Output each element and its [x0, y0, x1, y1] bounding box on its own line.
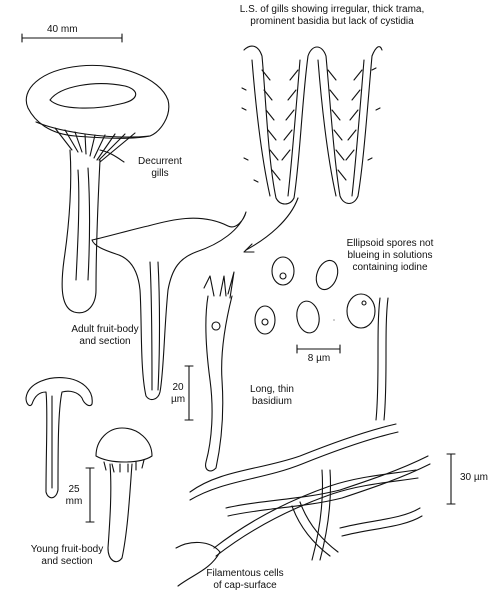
young-label-line-1: Young fruit-body [30, 544, 104, 555]
spores-drawing [254, 256, 376, 335]
scale-bar-25mm [85, 467, 95, 523]
scale-bar-40mm [21, 33, 123, 43]
scale-label-20um-unit: µm [170, 394, 186, 405]
scale-label-25mm-value: 25 [68, 484, 80, 495]
adult-section-drawing [91, 211, 247, 401]
decurrent-pointer [99, 149, 125, 163]
scale-label-40mm: 40 mm [47, 24, 78, 35]
filament-label-line-2: of cap-surface [213, 580, 277, 591]
scale-bar-20um [184, 365, 194, 421]
filament-label-line-1: Filamentous cells [206, 568, 284, 579]
gills-title-line-1: L.S. of gills showing irregular, thick t… [239, 4, 425, 15]
young-section-drawing [25, 377, 93, 499]
young-mushroom-drawing [95, 427, 153, 563]
spores-label-line-1: Ellipsoid spores not [346, 238, 434, 249]
scale-label-25mm-unit: mm [65, 496, 83, 507]
filamentous-cells-drawing [175, 297, 431, 587]
basidium-label-line-2: basidium [251, 396, 293, 407]
decurrent-label-line-1: Decurrent [138, 156, 182, 167]
gills-title-line-2: prominent basidia but lack of cystidia [250, 16, 414, 27]
spores-label-line-2: blueing in solutions [347, 250, 433, 261]
scale-bar-8um [296, 344, 341, 354]
basidium-drawing [203, 271, 235, 472]
adult-mushroom-drawing [25, 64, 170, 314]
scale-label-30um: 30 µm [460, 472, 488, 483]
decurrent-label-line-2: gills [151, 168, 169, 179]
scale-label-20um-value: 20 [172, 382, 184, 393]
scale-label-8um: 8 µm [307, 353, 331, 364]
young-label-line-2: and section [41, 556, 93, 567]
gill-to-spores-arrow [243, 197, 299, 253]
spores-label-line-3: containing iodine [352, 262, 428, 273]
basidium-label-line-1: Long, thin [250, 384, 294, 395]
adult-label-line-2: and section [79, 336, 131, 347]
gill-section-drawing [241, 45, 383, 205]
adult-label-line-1: Adult fruit-body [71, 324, 139, 335]
scale-bar-30um [446, 453, 456, 505]
